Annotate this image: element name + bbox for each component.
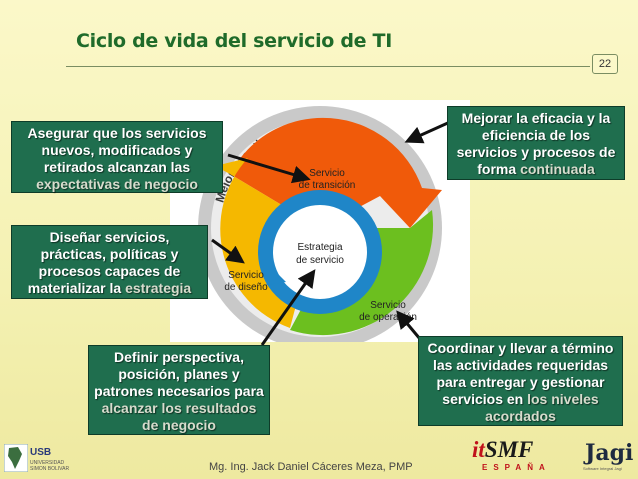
- callout-transition: Asegurar que los servicios nuevos, modif…: [11, 121, 223, 193]
- arrow-improvement: [404, 120, 451, 144]
- operation-label-2: de operación: [359, 312, 417, 323]
- itsmf-logo-smf: SMF: [484, 437, 534, 462]
- callout-design-overflow: estrategia: [125, 280, 192, 296]
- itsmf-logo-country: ESPAÑA: [482, 463, 551, 472]
- callout-design: Diseñar servicios, prácticas, políticas …: [11, 225, 208, 299]
- jagi-logo-subtext: Software Integral Jagi: [583, 466, 622, 471]
- transition-segment: [230, 117, 442, 228]
- usb-logo-subtext: UNIVERSIDAD SIMON BOLIVAR: [30, 460, 70, 472]
- callout-operation: Coordinar y llevar a término las activid…: [418, 336, 623, 426]
- arrow-design: [211, 238, 245, 264]
- center-ring-arrow: [266, 270, 286, 285]
- page-number: 22: [592, 54, 618, 74]
- design-label-2: de diseño: [224, 282, 268, 293]
- callout-operation-text: Coordinar y llevar a término las activid…: [427, 340, 614, 407]
- transition-label-1: Servicio: [309, 168, 345, 179]
- callout-improvement: Mejorar la eficacia y la eficiencia de l…: [447, 106, 625, 180]
- callout-operation-overflow: los niveles acordados: [485, 391, 599, 424]
- callout-strategy: Definir perspectiva, posición, planes y …: [88, 345, 270, 435]
- center-disc: [273, 205, 367, 299]
- usb-logo-icon: [4, 444, 28, 472]
- slide-title: Ciclo de vida del servicio de TI: [76, 30, 392, 52]
- footer-author: Mg. Ing. Jack Daniel Cáceres Meza, PMP: [209, 461, 413, 473]
- center-label-2: de servicio: [296, 255, 344, 266]
- itsmf-logo-it: it: [472, 437, 485, 462]
- callout-design-text: Diseñar servicios, prácticas, políticas …: [27, 229, 181, 296]
- design-label-1: Servicio: [228, 270, 264, 281]
- arrow-transition: [227, 153, 311, 184]
- callout-transition-text: Asegurar que los servicios nuevos, modif…: [27, 125, 207, 175]
- callout-improvement-text: Mejorar la eficacia y la eficiencia de l…: [456, 110, 616, 177]
- jagi-logo: Jagi: [585, 440, 634, 466]
- center-label-1: Estrategia: [297, 242, 342, 253]
- transition-label-2: de transición: [299, 180, 356, 191]
- title-rule: [66, 66, 590, 67]
- callout-transition-overflow: expectativas de negocio: [36, 176, 198, 192]
- callout-strategy-text: Definir perspectiva, posición, planes y …: [94, 349, 264, 399]
- arrow-strategy: [260, 269, 316, 346]
- callout-strategy-overflow: alcanzar los resultados de negocio: [101, 400, 257, 433]
- callout-improvement-overflow: continuada: [520, 161, 595, 177]
- usb-logo-text: USB: [30, 447, 52, 458]
- operation-label-1: Servicio: [370, 300, 406, 311]
- itsmf-logo: itSMF: [472, 437, 533, 463]
